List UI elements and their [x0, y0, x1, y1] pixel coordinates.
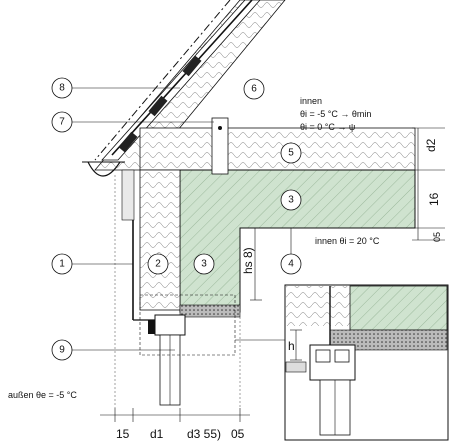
inside-condition-2: θi = 0 °C → ψ [300, 122, 355, 132]
right-dimension-chain [412, 127, 445, 241]
callout-8: 8 [51, 77, 180, 99]
callout-5-label: 5 [288, 148, 294, 159]
inside-room-temp: innen θi = 20 °C [315, 236, 380, 246]
callout-2-label: 2 [155, 259, 161, 270]
inside-condition-1: θi = -5 °C → θmin [300, 109, 371, 119]
callout-7-label: 7 [59, 117, 65, 128]
callout-5: 5 [280, 142, 302, 164]
gutter [82, 161, 135, 221]
timber-post [211, 117, 229, 175]
callout-2: 2 [147, 253, 169, 275]
dim-hs: hs 8) [241, 247, 255, 274]
callout-9-label: 9 [59, 345, 65, 356]
roof-buildup [94, 0, 286, 171]
window-frame [148, 314, 186, 406]
callout-1-label: 1 [59, 259, 65, 270]
screed-layer [179, 304, 241, 318]
ceiling-insulation [139, 127, 416, 171]
callout-3-wall: 3 [193, 253, 215, 275]
inside-title: innen [300, 96, 322, 106]
callout-1: 1 [51, 253, 133, 275]
detail-frame-marker [139, 294, 236, 356]
callout-4-label: 4 [288, 259, 294, 270]
callout-7: 7 [51, 111, 214, 133]
outside-temp: außen θe = -5 °C [8, 390, 77, 400]
callout-3-slab: 3 [280, 189, 302, 211]
dim-d2: d2 [424, 138, 438, 152]
dim-05-right: 05 [432, 232, 442, 242]
bottom-dimension-chain [100, 175, 250, 422]
callout-3-wall-label: 3 [201, 259, 207, 270]
dim-16: 16 [427, 192, 441, 206]
dim-d1: d1 [150, 427, 164, 441]
dim-h: h [288, 339, 295, 353]
callout-6-label: 6 [251, 84, 257, 95]
inset-detail [284, 284, 449, 441]
callout-9: 9 [51, 339, 175, 361]
wall-insulation [139, 169, 181, 311]
dim-d3: d3 55) [187, 427, 221, 441]
callout-3-slab-label: 3 [288, 195, 294, 206]
callout-4: 4 [280, 228, 302, 275]
dim-05-bottom: 05 [231, 427, 245, 441]
dim-15: 15 [116, 427, 130, 441]
callout-8-label: 8 [59, 83, 65, 94]
roof-battens [118, 55, 202, 153]
callout-6: 6 [243, 78, 265, 100]
